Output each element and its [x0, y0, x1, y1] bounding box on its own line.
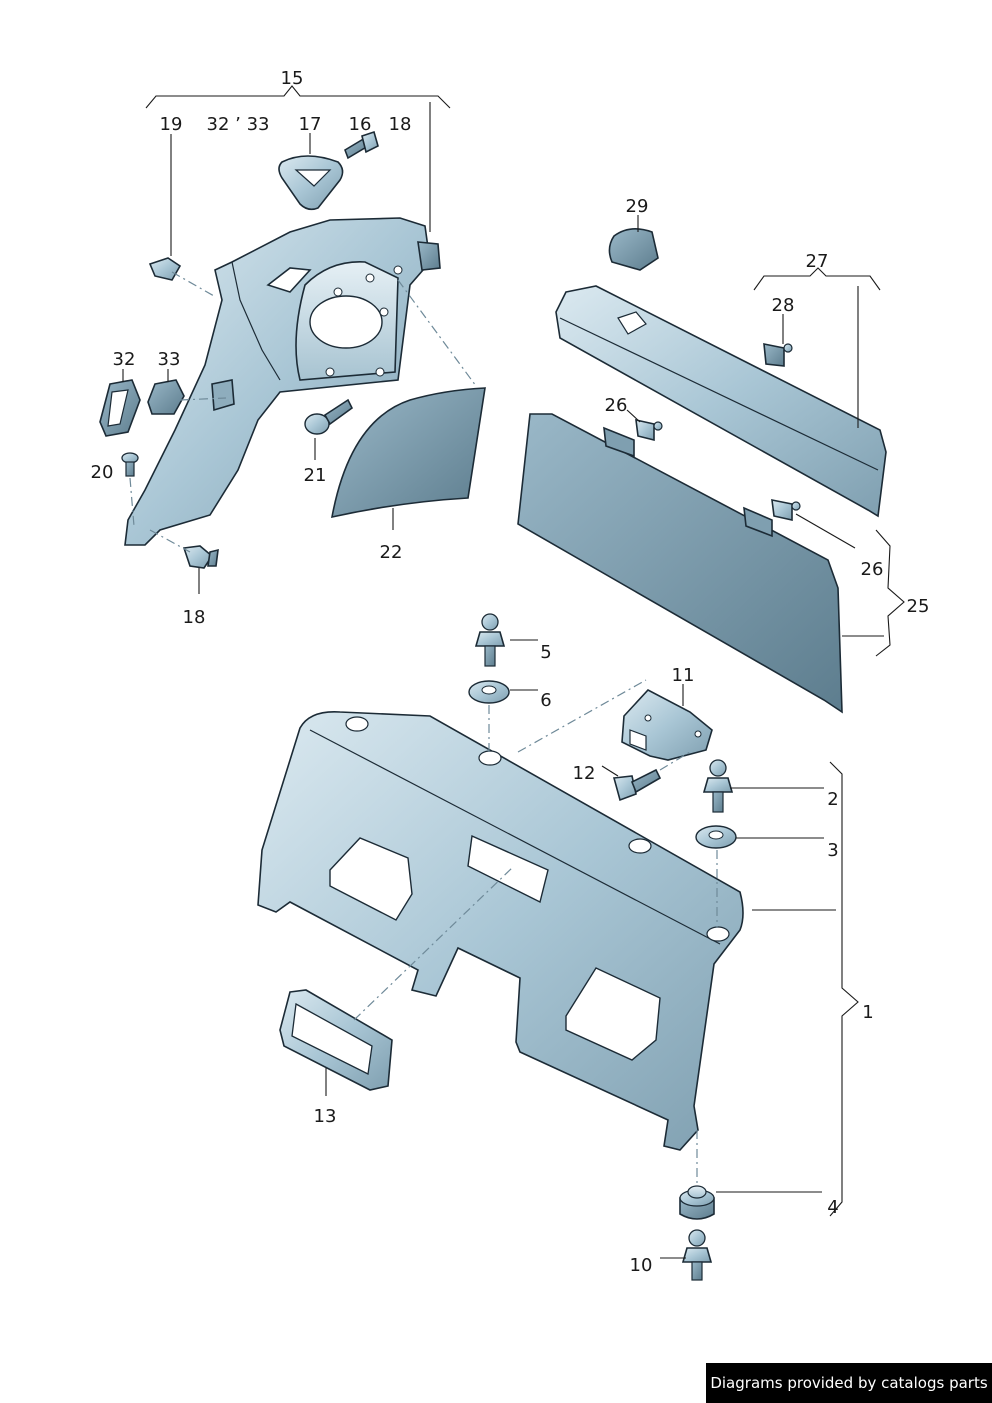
- handle-frame-13: [279, 989, 393, 1091]
- washer-6: [468, 680, 510, 704]
- cover-32: [99, 379, 141, 437]
- assembly-lines: [129, 271, 718, 1184]
- clip-18: [182, 545, 219, 569]
- nut-4: [679, 1185, 715, 1220]
- shelf-panel-25: [517, 413, 843, 714]
- screw-16: [344, 130, 379, 160]
- label-17: 17: [299, 114, 322, 135]
- label-1: 1: [862, 1002, 873, 1023]
- rear-panel-1: [257, 711, 744, 1151]
- label-15: 15: [281, 68, 304, 89]
- ball-stud-10: [681, 1229, 713, 1281]
- label-22: 22: [380, 542, 403, 563]
- clip-19: [148, 257, 182, 281]
- label-12: 12: [573, 763, 596, 784]
- label-6: 6: [540, 690, 551, 711]
- cover-33: [147, 379, 185, 415]
- label-4: 4: [827, 1197, 838, 1218]
- screw-12: [612, 768, 662, 802]
- clip-28: [763, 343, 793, 367]
- label-10: 10: [630, 1255, 653, 1276]
- side-trim-panel-15: [124, 217, 441, 546]
- screw-21: [304, 398, 354, 435]
- clip-26-lower: [771, 498, 801, 521]
- label-28: 28: [772, 295, 795, 316]
- label-32-33: 32 ’ 33: [207, 114, 270, 135]
- bracket-11: [621, 689, 713, 761]
- label-18-top: 18: [389, 114, 412, 135]
- ball-stud-2: [702, 759, 734, 813]
- label-32: 32: [113, 349, 136, 370]
- label-25: 25: [907, 596, 930, 617]
- part-labels: 15 19 32 ’ 33 17 16 18 32 33 20 21 22 18…: [91, 68, 930, 1276]
- shelf-rail-27: [555, 285, 887, 518]
- label-16: 16: [349, 114, 372, 135]
- label-21: 21: [304, 465, 327, 486]
- label-13: 13: [314, 1106, 337, 1127]
- ball-stud-5: [474, 613, 506, 667]
- cap-29: [608, 228, 659, 271]
- clip-20: [121, 452, 139, 477]
- label-26-lower: 26: [861, 559, 884, 580]
- panel-22: [330, 387, 486, 519]
- label-29: 29: [626, 196, 649, 217]
- label-18-bottom: 18: [183, 607, 206, 628]
- label-19: 19: [160, 114, 183, 135]
- clip-26-upper: [635, 418, 663, 442]
- label-3: 3: [827, 840, 838, 861]
- triangle-cover-17: [278, 155, 344, 211]
- label-2: 2: [827, 789, 838, 810]
- label-27: 27: [806, 251, 829, 272]
- leader-lines: [122, 85, 905, 1259]
- label-26-upper: 26: [605, 395, 628, 416]
- label-33: 33: [158, 349, 181, 370]
- washer-3: [695, 825, 737, 849]
- label-11: 11: [672, 665, 695, 686]
- label-20: 20: [91, 462, 114, 483]
- label-5: 5: [540, 642, 551, 663]
- credit-banner: Diagrams provided by catalogs parts: [706, 1363, 992, 1403]
